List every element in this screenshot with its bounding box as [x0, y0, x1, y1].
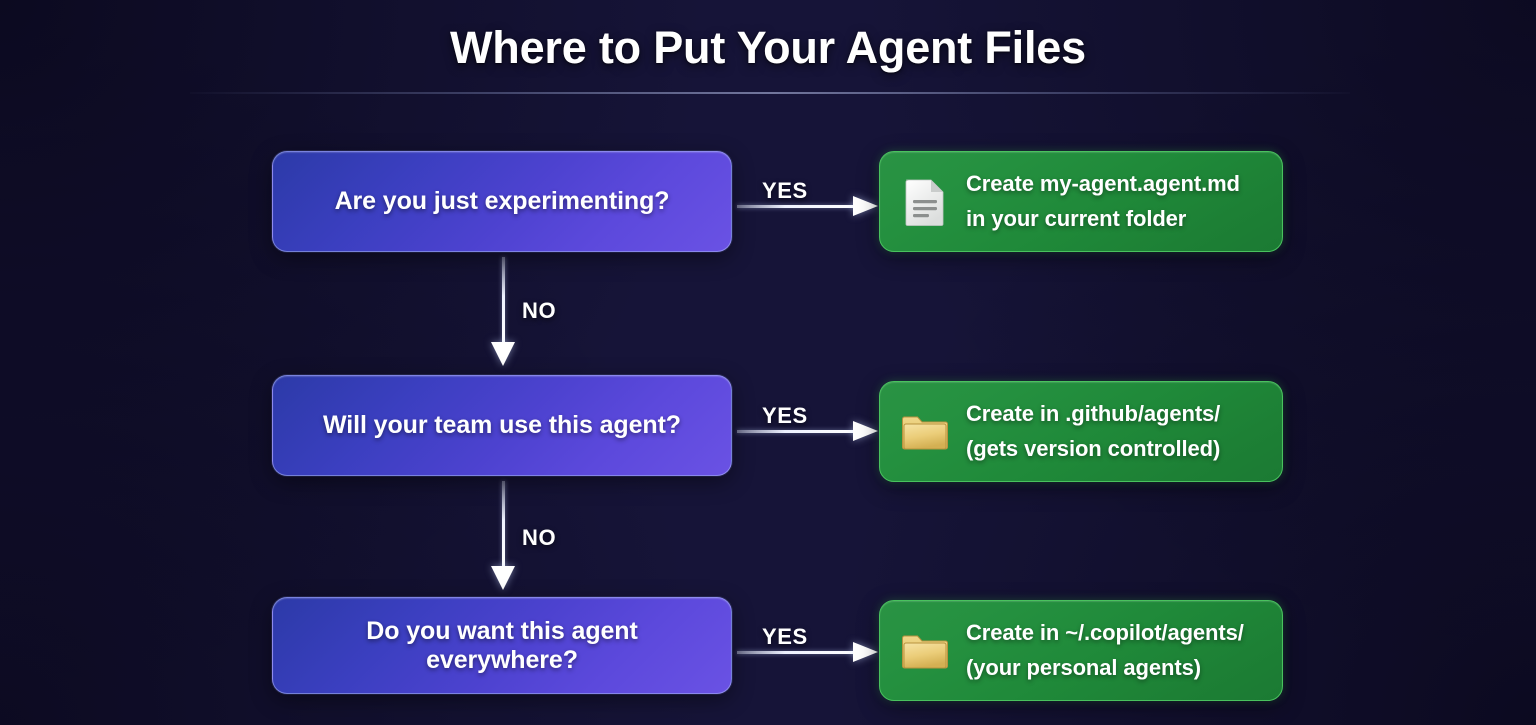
- arrow-shaft: [502, 481, 505, 568]
- arrow-head: [491, 342, 515, 366]
- arrow-shaft: [737, 205, 857, 208]
- result-text-1: Create my-agent.agent.md in your current…: [966, 167, 1240, 235]
- yes-arrow-2: [737, 421, 879, 441]
- arrow-head: [853, 196, 878, 216]
- arrow-shaft: [502, 257, 505, 344]
- result-line2-1: in your current folder: [966, 205, 1187, 231]
- document-icon: [902, 177, 948, 227]
- result-box-2[interactable]: Create in .github/agents/ (gets version …: [879, 381, 1283, 482]
- arrow-head: [491, 566, 515, 590]
- title-divider: [190, 92, 1350, 94]
- yes-label-3: YES: [762, 624, 808, 649]
- no-label-1: NO: [522, 298, 557, 323]
- no-label-2: NO: [522, 525, 557, 550]
- decision-label-3: Do you want this agent everywhere?: [366, 616, 638, 674]
- folder-icon: [902, 407, 948, 457]
- decision-box-3[interactable]: Do you want this agent everywhere?: [272, 597, 732, 694]
- result-line2-3: (your personal agents): [966, 654, 1201, 680]
- result-line2-2: (gets version controlled): [966, 435, 1221, 461]
- yes-arrow-1: [737, 196, 879, 216]
- decision-label-2: Will your team use this agent?: [323, 411, 681, 439]
- yes-arrow-3: [737, 642, 879, 662]
- result-box-3[interactable]: Create in ~/.copilot/agents/ (your perso…: [879, 600, 1283, 701]
- result-text-3: Create in ~/.copilot/agents/ (your perso…: [966, 616, 1244, 684]
- arrow-shaft: [737, 430, 857, 433]
- arrow-shaft: [737, 651, 857, 654]
- decision-box-2[interactable]: Will your team use this agent?: [272, 375, 732, 476]
- decision-box-1[interactable]: Are you just experimenting?: [272, 151, 732, 252]
- folder-icon: [902, 626, 948, 676]
- result-line1-1: Create my-agent.agent.md: [966, 171, 1240, 197]
- decision-label-1: Are you just experimenting?: [334, 187, 670, 215]
- result-text-2: Create in .github/agents/ (gets version …: [966, 397, 1220, 465]
- result-line1-3: Create in ~/.copilot/agents/: [966, 620, 1244, 646]
- arrow-head: [853, 421, 878, 441]
- arrow-head: [853, 642, 878, 662]
- page-title: Where to Put Your Agent Files: [450, 22, 1086, 73]
- yes-label-2: YES: [762, 403, 808, 428]
- result-box-1[interactable]: Create my-agent.agent.md in your current…: [879, 151, 1283, 252]
- result-line1-2: Create in .github/agents/: [966, 401, 1221, 427]
- yes-label-1: YES: [762, 178, 808, 203]
